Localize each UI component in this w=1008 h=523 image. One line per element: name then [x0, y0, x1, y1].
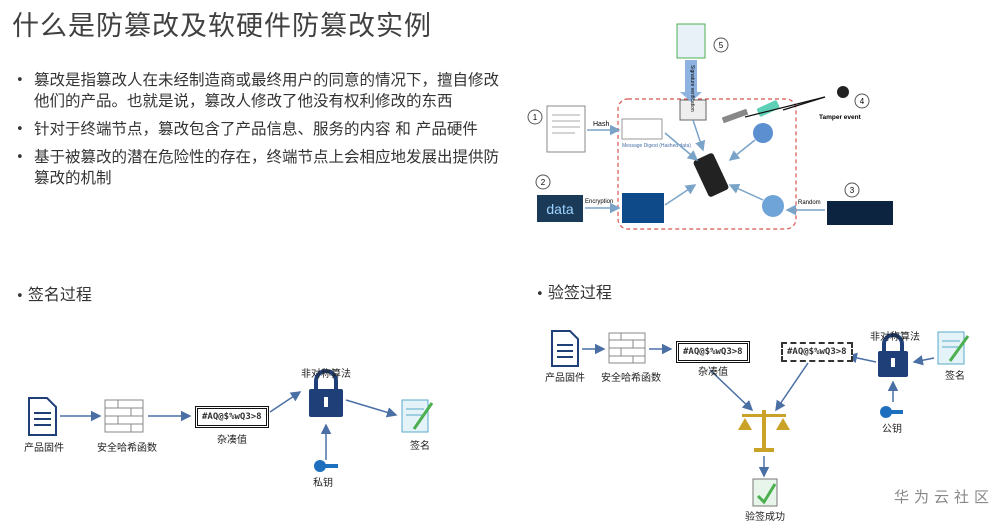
step-2-marker	[535, 174, 551, 190]
digest-icon	[621, 118, 663, 140]
sign-hash-value: #AQ@$%wQ3>8	[195, 406, 269, 428]
verify-signature-label: 签名	[945, 371, 965, 382]
eraser-icon	[756, 100, 780, 117]
public-key-label: 公钥	[882, 424, 902, 435]
sign-firmware-label: 产品固件	[24, 443, 64, 454]
bullet-item: 篡改是指篡改人在未经制造商或最终用户的同意的情况下，擅自修改他们的产品。也就是说…	[14, 70, 514, 112]
random-label: Random	[798, 200, 821, 206]
step-2-label: 2	[541, 178, 546, 187]
secure-boundary	[617, 98, 797, 230]
sign-digest-label: 杂凑值	[217, 435, 247, 446]
signature-doc-icon	[401, 399, 434, 433]
verify-lock-icon	[878, 333, 908, 377]
verify-heading: 验签过程	[536, 279, 612, 303]
step-3-marker	[844, 182, 860, 198]
page-title: 什么是防篡改及软硬件防篡改实例	[12, 11, 432, 42]
hammer-icon	[721, 108, 749, 124]
public-key-icon	[880, 406, 903, 418]
verify-hash-value: #AQ@$%wQ3>8	[676, 341, 750, 363]
scale-icon	[738, 410, 790, 452]
verify-success-label: 验签成功	[745, 512, 785, 523]
key-icon	[314, 460, 338, 472]
step-4-label: 4	[860, 97, 865, 106]
random-bits-image	[827, 201, 893, 225]
gear-icon	[753, 123, 773, 143]
document-icon	[546, 105, 586, 153]
bullet-item: 针对于终端节点，篡改包含了产品信息、服务的内容 和 产品硬件	[14, 119, 514, 140]
message-digest-label: Message Digest (Hashed data)	[622, 143, 691, 149]
tamper-person-icon	[837, 86, 849, 98]
sign-signature-label: 签名	[410, 441, 430, 452]
firmware-icon	[28, 397, 57, 436]
signature-arrow	[685, 60, 697, 92]
step-1-marker	[527, 109, 543, 125]
sign-algo-label: 非对称算法	[301, 369, 351, 380]
footer-watermark: 华为云社区	[893, 488, 994, 506]
verify-algo-label: 非对称算法	[870, 332, 920, 343]
hash-label: Hash	[593, 121, 609, 128]
bullet-list: 篡改是指篡改人在未经制造商或最终用户的同意的情况下，擅自修改他们的产品。也就是说…	[14, 70, 514, 196]
hash-function-icon	[104, 399, 144, 433]
data-word: data	[546, 201, 573, 217]
step-1-label: 1	[533, 113, 538, 122]
verify-firmware-icon	[551, 330, 579, 367]
verify-signature-doc-icon	[937, 331, 970, 365]
sign-hash-fn-label: 安全哈希函数	[97, 443, 157, 454]
verify-hash-fn-label: 安全哈希函数	[601, 373, 661, 384]
sign-diagram	[28, 369, 434, 472]
success-doc-icon	[752, 478, 778, 507]
tamper-diagram: 1 Hash Message Digest (Hashed data) 2 da…	[527, 23, 893, 230]
verify-digest-label: 杂凑值	[698, 367, 728, 378]
verify-diagram	[551, 330, 970, 507]
signature-verification-label: Signature verification	[689, 65, 695, 112]
step-4-marker	[854, 93, 870, 109]
verify-firmware-label: 产品固件	[545, 373, 585, 384]
sign-heading: 签名过程	[16, 281, 92, 305]
encrypted-image	[622, 193, 664, 223]
encryption-label: Encryption	[585, 199, 613, 205]
private-key-label: 私钥	[313, 478, 333, 489]
decrypted-hash-value: #AQ@$%wQ3>8	[781, 342, 853, 362]
step-3-label: 3	[850, 186, 855, 195]
verify-hash-function-icon	[608, 332, 646, 364]
device-icon	[693, 153, 729, 197]
bullet-item: 基于被篡改的潜在危险性的存在，终端节点上会相应地发展出提供防篡改的机制	[14, 147, 514, 189]
random-gear-icon	[762, 195, 784, 217]
data-image	[537, 195, 583, 222]
step-5-label: 5	[719, 41, 724, 50]
verification-doc-icon	[676, 23, 706, 59]
lock-icon	[309, 369, 343, 417]
step-5-marker	[713, 37, 729, 53]
tamper-event-label: Tamper event	[819, 114, 862, 121]
